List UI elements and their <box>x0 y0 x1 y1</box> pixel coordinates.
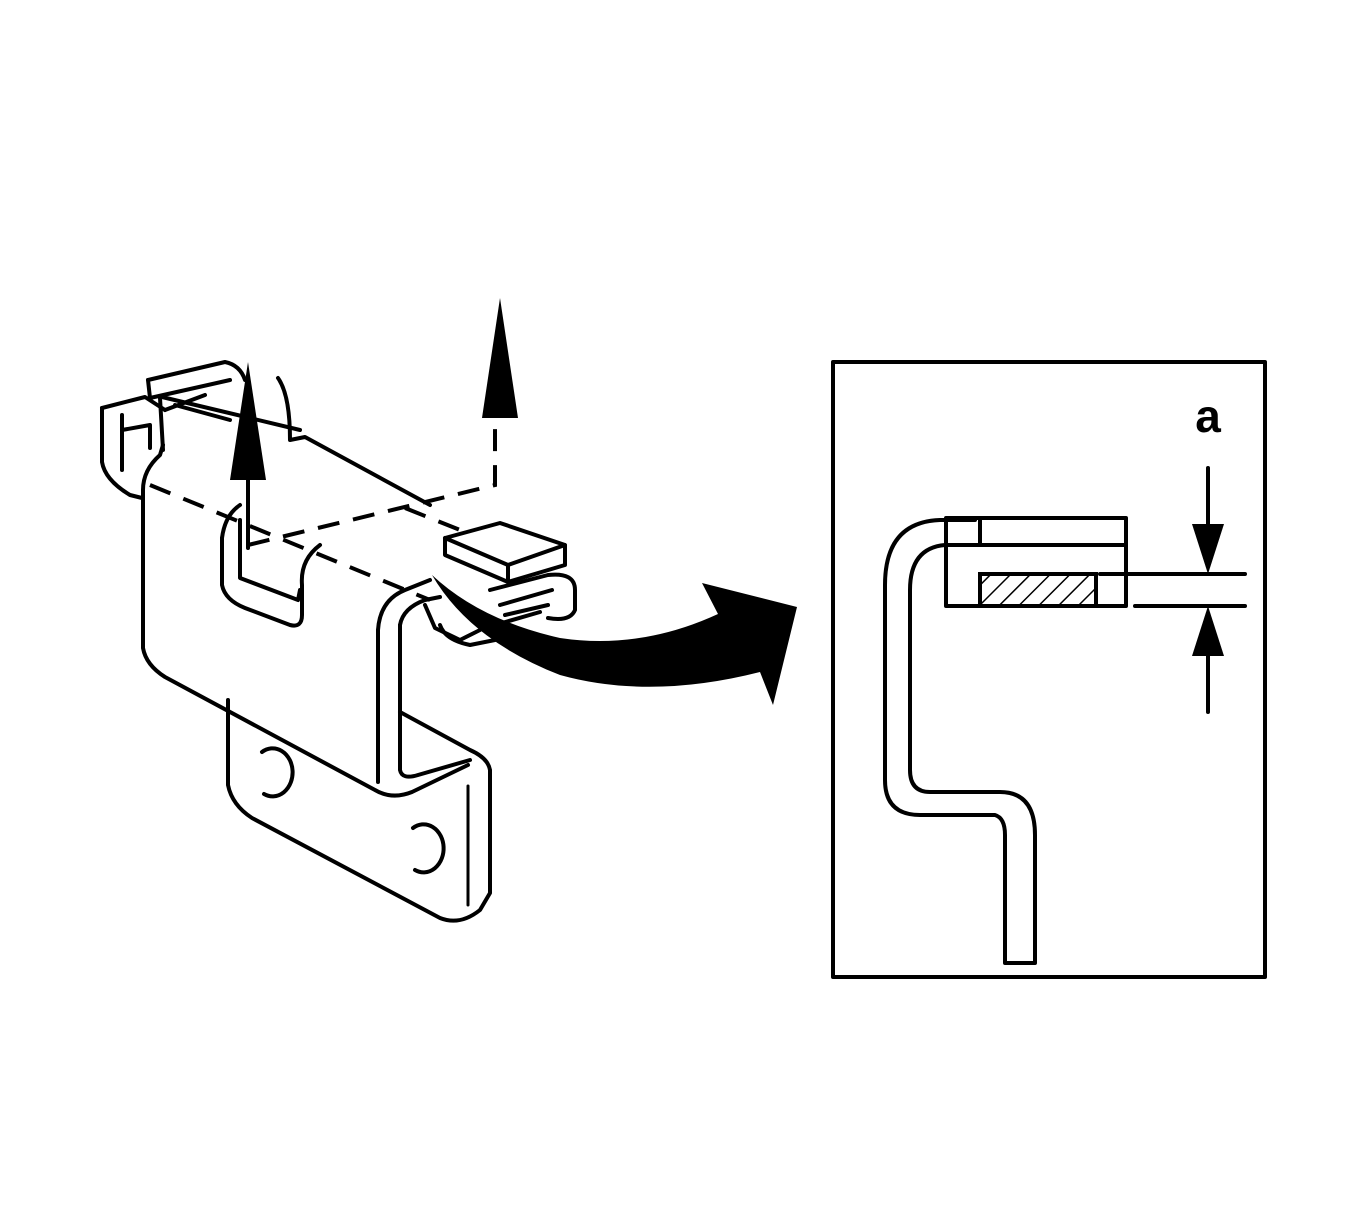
hatched-pad <box>978 572 1098 608</box>
detail-inset: a <box>831 360 1267 979</box>
mounting-hole-upper <box>260 746 295 799</box>
dashed-path-right <box>149 483 431 602</box>
lift-arrow-up-icon <box>482 298 518 418</box>
dimension-label: a <box>1195 390 1221 442</box>
hinge-bracket <box>100 360 577 923</box>
mounting-hole-lower <box>411 822 446 875</box>
lift-arrow-up-icon <box>230 362 266 550</box>
dimension-arrow-icon <box>1192 524 1224 574</box>
dimension-arrow-icon <box>1192 606 1224 656</box>
dashed-path-left <box>247 418 497 547</box>
curved-callout-arrow-icon <box>432 575 797 705</box>
